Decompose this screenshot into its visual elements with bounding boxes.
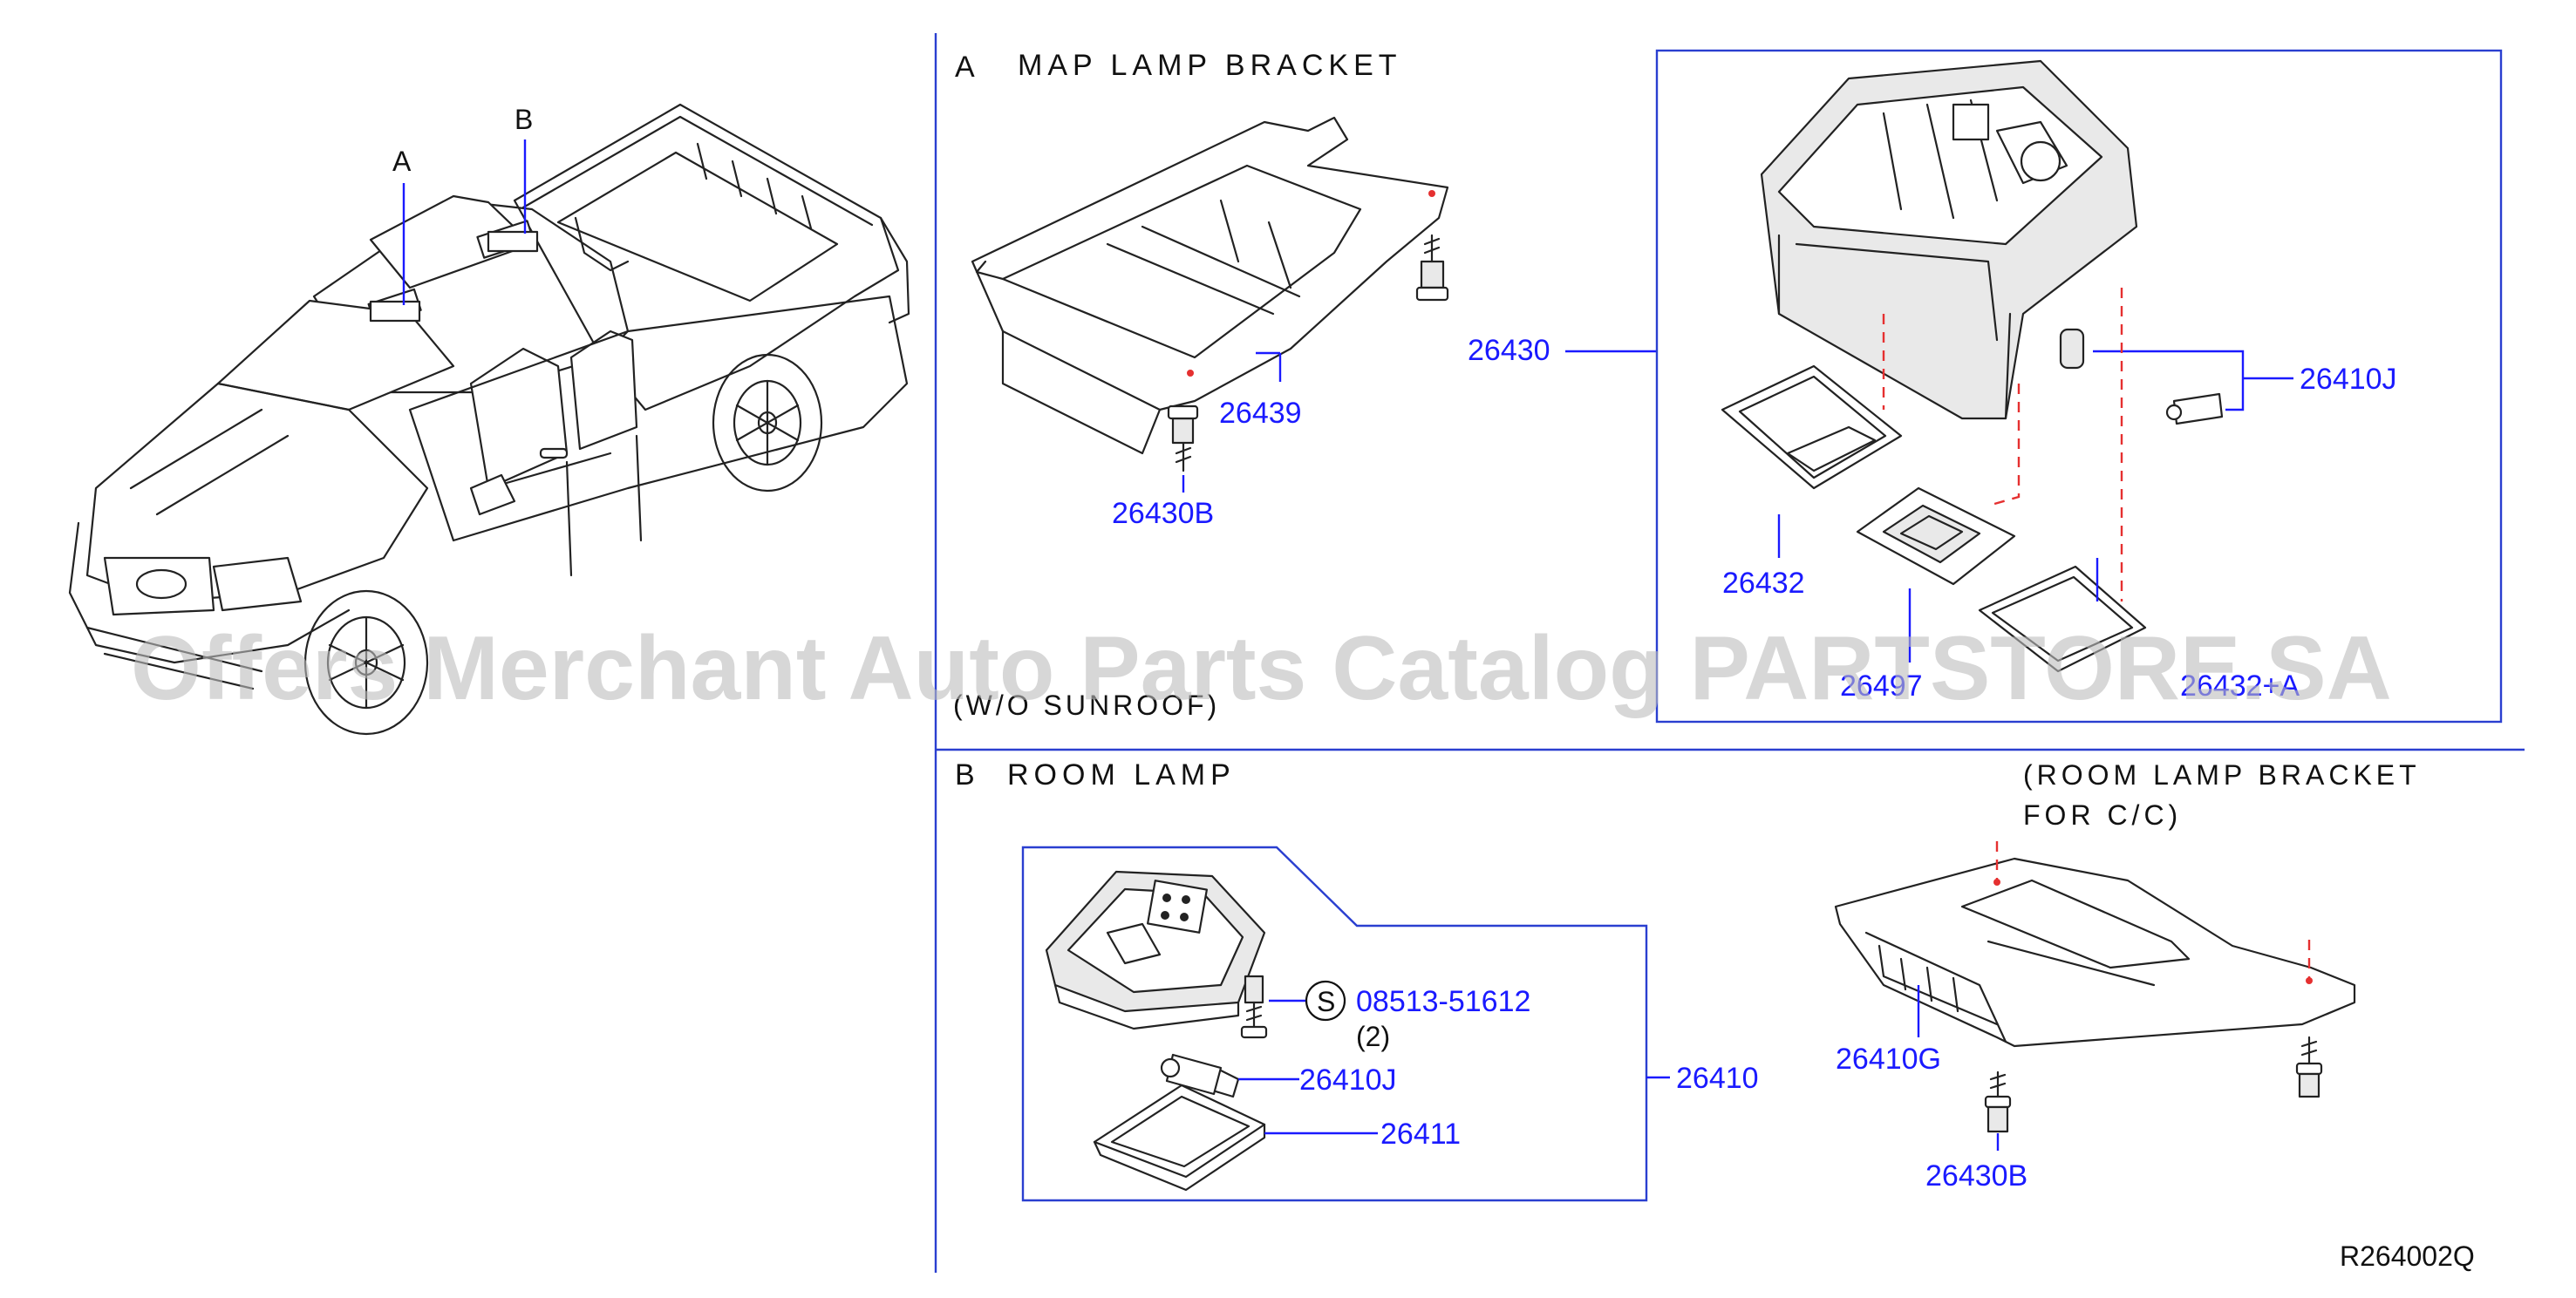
map-lamp-housing (1760, 59, 2138, 420)
room-lamp-housing (1045, 870, 1266, 1030)
wo-sunroof-note: (W/O SUNROOF) (953, 690, 1220, 721)
map-lamp-bracket-26439 (971, 116, 1449, 455)
bracket-screw-right (2295, 1036, 2323, 1098)
screw-symbol-circle (1305, 980, 1346, 1022)
leader-26410j-a (2093, 350, 2245, 411)
part-26411: 26411 (1380, 1118, 1461, 1151)
map-lamp-location-marker (369, 300, 421, 323)
map-lamp-bulb-26410j (2059, 328, 2224, 425)
part-26410g: 26410G (1836, 1043, 1941, 1076)
part-26439: 26439 (1219, 397, 1302, 430)
part-26430b-a: 26430B (1112, 497, 1214, 530)
part-26410j-b: 26410J (1299, 1064, 1397, 1097)
screw-26430b-a (1167, 404, 1199, 472)
room-lamp-screw-08513 (1240, 975, 1268, 1039)
watermark-text: Offers Merchant Auto Parts Catalog PARTS… (131, 618, 2392, 719)
room-lamp-bulb-26410j (1160, 1053, 1240, 1098)
part-08513-51612: 08513-51612 (1356, 985, 1530, 1018)
map-lamp-lens-26432 (1721, 364, 1903, 490)
part-26432: 26432 (1722, 567, 1805, 600)
section-a-letter: A (955, 51, 980, 84)
screw-symbol: S (1317, 986, 1335, 1017)
section-b-title: ROOM LAMP (1007, 758, 1236, 792)
room-lamp-location-marker (487, 230, 539, 253)
map-lamp-assembly-frame (1655, 49, 2503, 724)
diagram-code: R264002Q (2340, 1240, 2475, 1272)
screw-quantity: (2) (1356, 1021, 1390, 1052)
part-26430b-b: 26430B (1925, 1159, 2027, 1193)
part-26432a: 26432+A (2180, 669, 2300, 703)
pickup-truck-illustration (68, 103, 910, 736)
callout-a-label: A (392, 146, 412, 177)
room-bracket-note-line1: (ROOM LAMP BRACKET (2023, 759, 2421, 791)
part-26410: 26410 (1676, 1062, 1759, 1095)
room-lamp-lens-26411 (1093, 1084, 1266, 1192)
callout-b-label: B (515, 104, 533, 135)
map-lamp-lens-26432a (1978, 565, 2147, 673)
room-bracket-note-line2: FOR C/C) (2023, 799, 2182, 831)
room-lamp-bracket-26410g (1834, 841, 2356, 1048)
section-a-title: MAP LAMP BRACKET (1018, 49, 1402, 82)
part-26497: 26497 (1840, 669, 1923, 703)
room-lamp-assembly-frame (1021, 846, 1648, 1202)
section-b-letter: B (955, 758, 980, 792)
part-26410j-a: 26410J (2300, 363, 2397, 396)
screw-26430 (1415, 234, 1449, 302)
bracket-screw-left (1984, 1070, 2012, 1133)
map-lamp-switch-panel-26497 (1856, 486, 2016, 586)
part-26430: 26430 (1468, 334, 1550, 367)
